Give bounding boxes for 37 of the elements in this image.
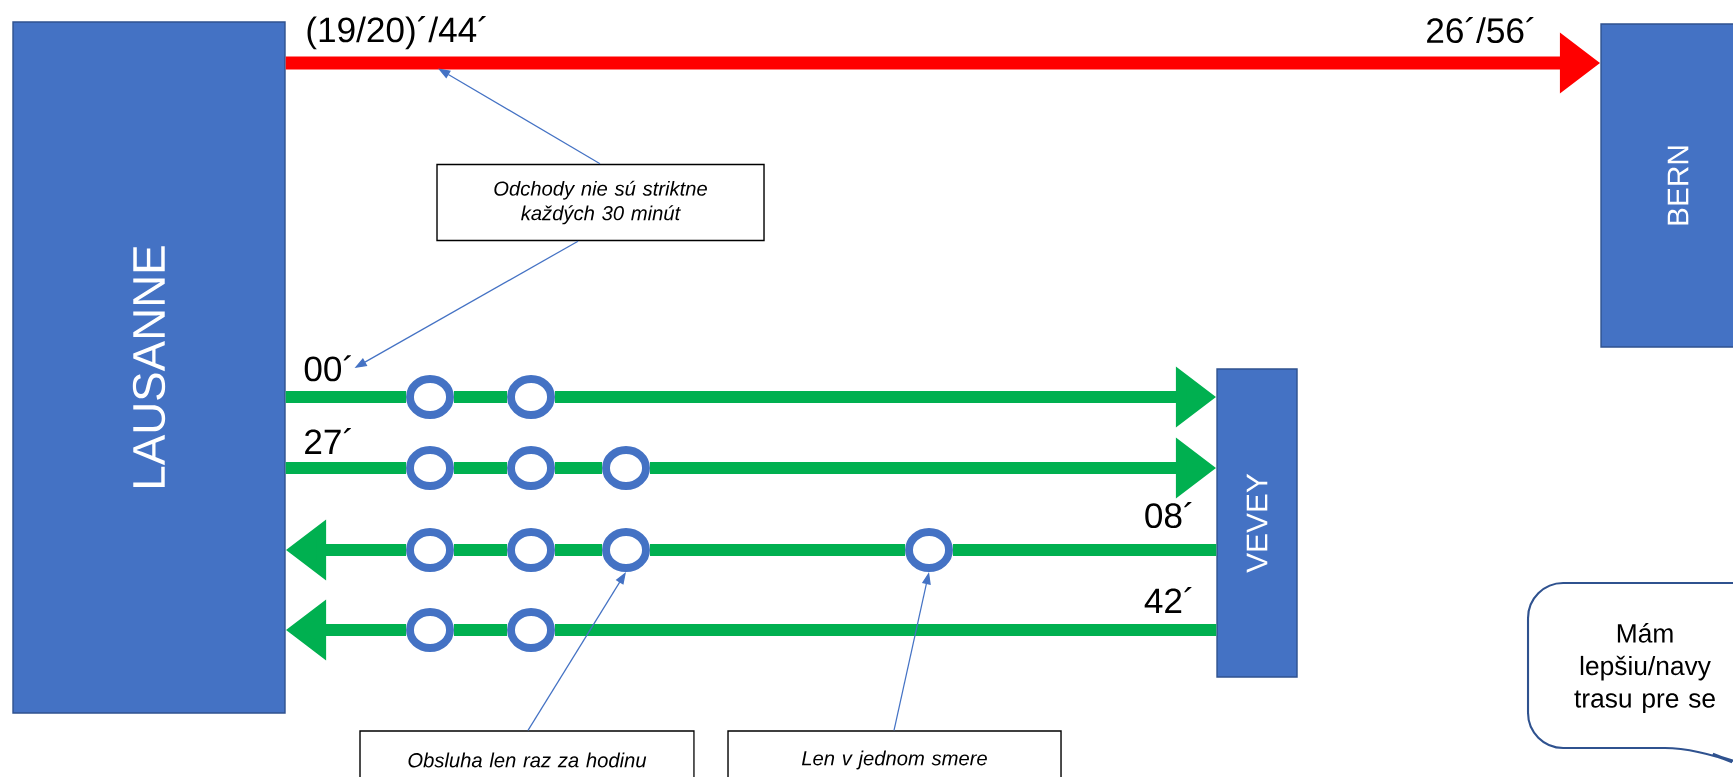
stop-circle xyxy=(905,528,953,572)
route-line xyxy=(453,391,508,403)
station-box: LAUSANNE xyxy=(12,21,286,714)
route-line xyxy=(285,391,407,403)
time-label: 27´ xyxy=(305,428,351,454)
speech-bubble: Mám lepšiu/navy trasu pre se xyxy=(1526,581,1733,770)
stop-circle xyxy=(507,608,555,652)
leader-line xyxy=(527,572,626,731)
route-line xyxy=(554,462,603,474)
callout-box: Len v jednom smere xyxy=(727,730,1062,777)
callout-box: Odchody nie sú striktne každých 30 minút xyxy=(436,163,765,242)
callout-box: Obsluha len raz za hodinu xyxy=(359,730,695,777)
route-line xyxy=(453,544,508,556)
stop-circle xyxy=(406,528,454,572)
time-label: (19/20)´/44´ xyxy=(307,16,486,50)
stop-circle xyxy=(602,446,650,490)
stop-circle xyxy=(507,375,555,419)
route-line xyxy=(453,462,508,474)
time-label: 26´/56´ xyxy=(1427,16,1534,44)
route-line xyxy=(649,544,906,556)
route-line xyxy=(554,624,1217,636)
route-line xyxy=(453,624,508,636)
station-box: BERN xyxy=(1600,23,1733,348)
route-line xyxy=(554,544,603,556)
time-label: 08´ xyxy=(1145,501,1192,529)
time-label: 00´ xyxy=(304,355,351,382)
stop-circle xyxy=(406,608,454,652)
station-box: VEVEY xyxy=(1216,368,1298,678)
stop-circle xyxy=(406,375,454,419)
time-label: 42´ xyxy=(1144,587,1192,613)
route-line xyxy=(285,462,407,474)
route-line xyxy=(952,544,1217,556)
stop-circle xyxy=(602,528,650,572)
stop-circle xyxy=(507,528,555,572)
stop-circle xyxy=(406,446,454,490)
stop-circle xyxy=(507,446,555,490)
leader-line xyxy=(438,68,601,165)
